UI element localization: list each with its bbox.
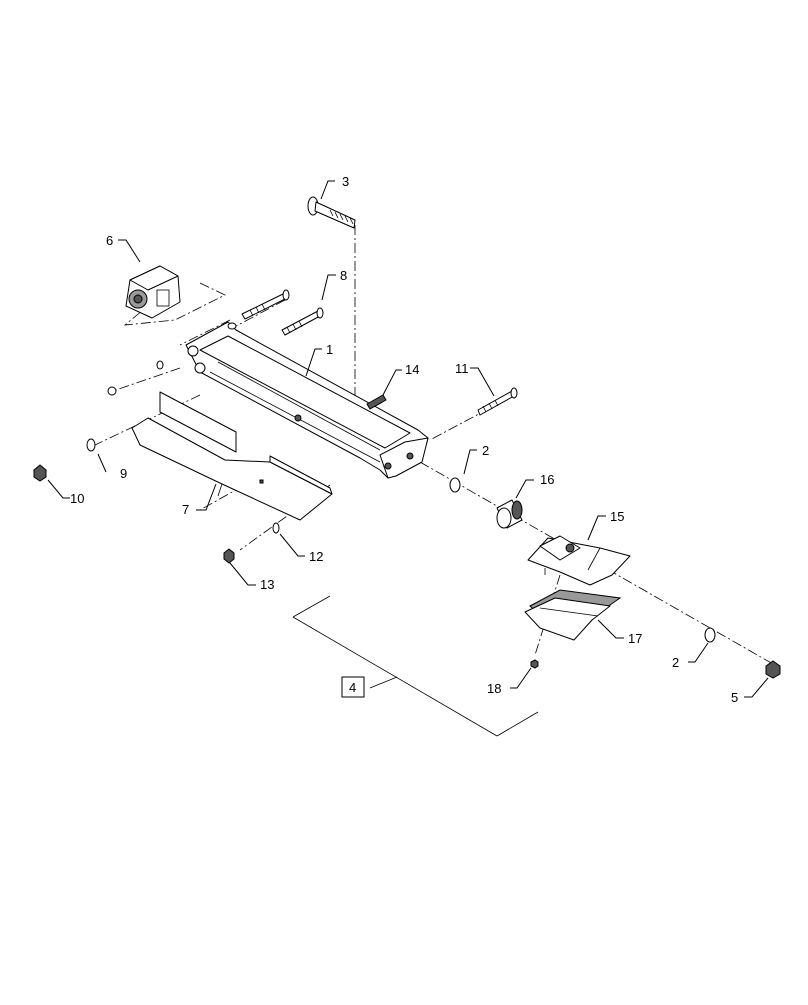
callout-7: 7 — [182, 502, 189, 517]
callout-1: 1 — [326, 342, 333, 357]
callout-16: 16 — [540, 472, 554, 487]
callout-9: 9 — [120, 466, 127, 481]
callout-17: 17 — [628, 631, 642, 646]
frame-arm-1 — [185, 321, 429, 479]
callout-5: 5 — [731, 690, 738, 705]
guide-plates-17 — [524, 589, 622, 641]
fasteners-small — [33, 360, 781, 679]
assembly-bracket — [292, 595, 539, 737]
callout-11: 11 — [455, 361, 469, 376]
callout-13: 13 — [260, 577, 274, 592]
bolt-3 — [307, 196, 356, 229]
shield-plate-7 — [131, 391, 333, 521]
callout-18: 18 — [487, 681, 501, 696]
callout-15: 15 — [610, 509, 624, 524]
callout-3: 3 — [342, 174, 349, 189]
callout-12: 12 — [309, 549, 323, 564]
callout-labels: 3 6 8 1 14 11 2 16 15 9 10 7 12 13 17 2 … — [70, 174, 738, 705]
leader-lines — [47, 180, 769, 698]
callout-4: 4 — [349, 680, 356, 695]
callout-6: 6 — [106, 233, 113, 248]
bolt-11 — [477, 387, 518, 416]
bearing-housing-6 — [125, 265, 181, 319]
callout-10: 10 — [70, 491, 84, 506]
callout-2-upper: 2 — [482, 443, 489, 458]
callout-14: 14 — [405, 362, 419, 377]
bolts-8 — [241, 289, 324, 336]
bracket-15 — [527, 535, 631, 586]
callout-8: 8 — [340, 268, 347, 283]
callout-4-box: 4 — [341, 676, 365, 698]
callout-2-lower: 2 — [672, 655, 679, 670]
bushing-16 — [496, 499, 523, 529]
spring-pin-14 — [366, 394, 387, 410]
